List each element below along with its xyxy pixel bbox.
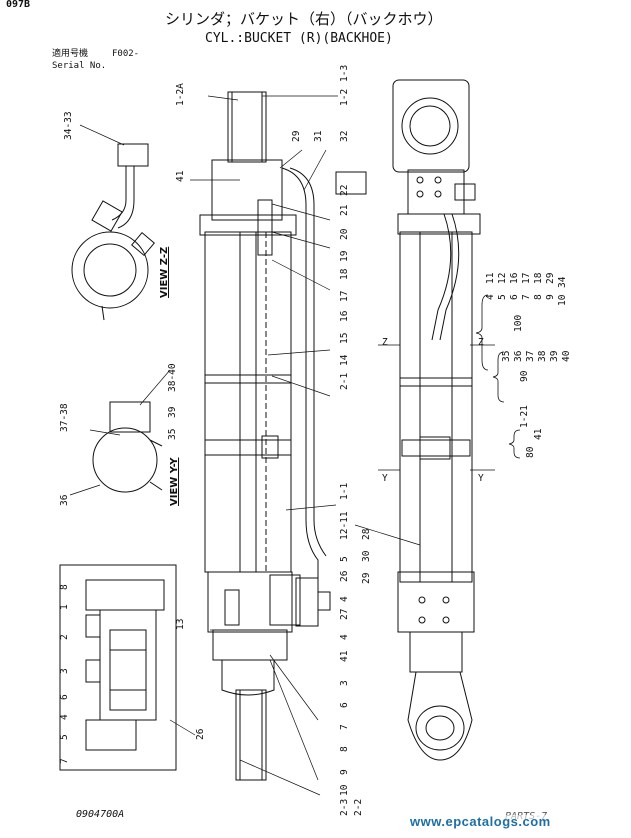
group-item: 12 bbox=[497, 272, 508, 284]
group-item: 9 bbox=[545, 294, 556, 300]
callout: 18 bbox=[339, 268, 350, 280]
callout: 19 bbox=[339, 250, 350, 262]
callout: 41 bbox=[339, 650, 350, 662]
title-english: CYL.:BUCKET (R)(BACKHOE) bbox=[205, 31, 393, 46]
callout: 3 bbox=[59, 668, 70, 674]
callout: 29 bbox=[361, 572, 372, 584]
callout: 4 bbox=[339, 596, 350, 602]
group-item: 29 bbox=[545, 272, 556, 284]
page-code: 097B bbox=[6, 0, 31, 10]
callout: 6 bbox=[339, 702, 350, 708]
callout: 21 bbox=[339, 204, 350, 216]
group-item: 1-21 bbox=[519, 405, 530, 428]
group-item: 41 bbox=[533, 428, 544, 440]
group-item: 6 bbox=[509, 294, 520, 300]
callout: 4 bbox=[59, 714, 70, 720]
callout: 34-33 bbox=[63, 111, 74, 140]
callout: 14 bbox=[339, 354, 350, 366]
group-label: 100 bbox=[513, 314, 524, 332]
callout: 36 bbox=[59, 494, 70, 506]
group-label: 90 bbox=[519, 370, 530, 382]
callout: 30 bbox=[361, 550, 372, 562]
callout: 37-38 bbox=[59, 403, 70, 432]
view-yy-label: VIEW Y-Y bbox=[169, 457, 180, 507]
callout: 1-2 bbox=[339, 88, 350, 106]
callout: 9 bbox=[339, 769, 350, 775]
callout: 27 bbox=[339, 608, 350, 620]
group-item: 16 bbox=[509, 272, 520, 284]
applicable-label: 適用号機 bbox=[52, 49, 89, 59]
group-label: 80 bbox=[525, 446, 536, 458]
callout: 41 bbox=[175, 170, 186, 182]
callout: 26 bbox=[195, 728, 206, 740]
callout: 2-3 bbox=[339, 798, 350, 816]
callout: 32 bbox=[339, 130, 350, 142]
serial-label: Serial No. bbox=[52, 61, 107, 71]
callout: 7 bbox=[339, 724, 350, 730]
applicable-value: F002- bbox=[112, 49, 140, 59]
callout: 1-1 bbox=[339, 482, 350, 500]
section-y-right: Y bbox=[478, 473, 484, 484]
callout: 4 bbox=[339, 634, 350, 640]
group-item: 36 bbox=[513, 350, 524, 362]
group-item: 39 bbox=[549, 350, 560, 362]
callout: 7 bbox=[59, 758, 70, 764]
callout: 16 bbox=[339, 310, 350, 322]
callout: 6 bbox=[59, 694, 70, 700]
callout: 29 bbox=[291, 130, 302, 142]
drawing-number: 0904700A bbox=[76, 809, 125, 820]
callout: 13 bbox=[175, 618, 186, 630]
callout: 31 bbox=[313, 130, 324, 142]
callout: 1-2A bbox=[175, 83, 186, 106]
callout: 35 bbox=[167, 428, 178, 440]
group-item: 37 bbox=[525, 350, 536, 362]
callout: 20 bbox=[339, 228, 350, 240]
callout: 1 bbox=[59, 604, 70, 610]
group-item: 8 bbox=[533, 294, 544, 300]
callout: 2 bbox=[59, 634, 70, 640]
group-item: 34 bbox=[557, 276, 568, 288]
group-item: 10 bbox=[557, 294, 568, 306]
callout: 2-1 bbox=[339, 372, 350, 390]
group-item: 40 bbox=[561, 350, 572, 362]
section-y-left: Y bbox=[382, 473, 388, 484]
callout: 12-11 bbox=[339, 511, 350, 540]
view-zz-label: VIEW Z-Z bbox=[159, 246, 170, 298]
callout: 8 bbox=[339, 746, 350, 752]
callout: 28 bbox=[361, 528, 372, 540]
section-z-right: Z bbox=[478, 337, 484, 348]
group-item: 11 bbox=[485, 272, 496, 284]
group-item: 5 bbox=[497, 294, 508, 300]
callout: 8 bbox=[59, 584, 70, 590]
group-item: 18 bbox=[533, 272, 544, 284]
callout: 17 bbox=[339, 290, 350, 302]
callout: 15 bbox=[339, 332, 350, 344]
callout: 3 bbox=[339, 680, 350, 686]
callout: 38-40 bbox=[167, 363, 178, 392]
group-item: 17 bbox=[521, 272, 532, 284]
callout: 10 bbox=[339, 784, 350, 796]
group-item: 4 bbox=[485, 294, 496, 300]
callout: 26 bbox=[339, 570, 350, 582]
section-z-left: Z bbox=[382, 337, 388, 348]
title-japanese: シリンダ；バケット（右）（バックホウ） bbox=[165, 10, 443, 28]
callout: 22 bbox=[339, 184, 350, 196]
group-item: 7 bbox=[521, 294, 532, 300]
group-item: 35 bbox=[501, 350, 512, 362]
callout: 5 bbox=[339, 556, 350, 562]
callout: 1-3 bbox=[339, 64, 350, 82]
callout: 2-2 bbox=[353, 798, 364, 816]
callout: 39 bbox=[167, 406, 178, 418]
watermark: www.epcatalogs.com bbox=[410, 814, 551, 829]
group-item: 38 bbox=[537, 350, 548, 362]
callout: 5 bbox=[59, 734, 70, 740]
